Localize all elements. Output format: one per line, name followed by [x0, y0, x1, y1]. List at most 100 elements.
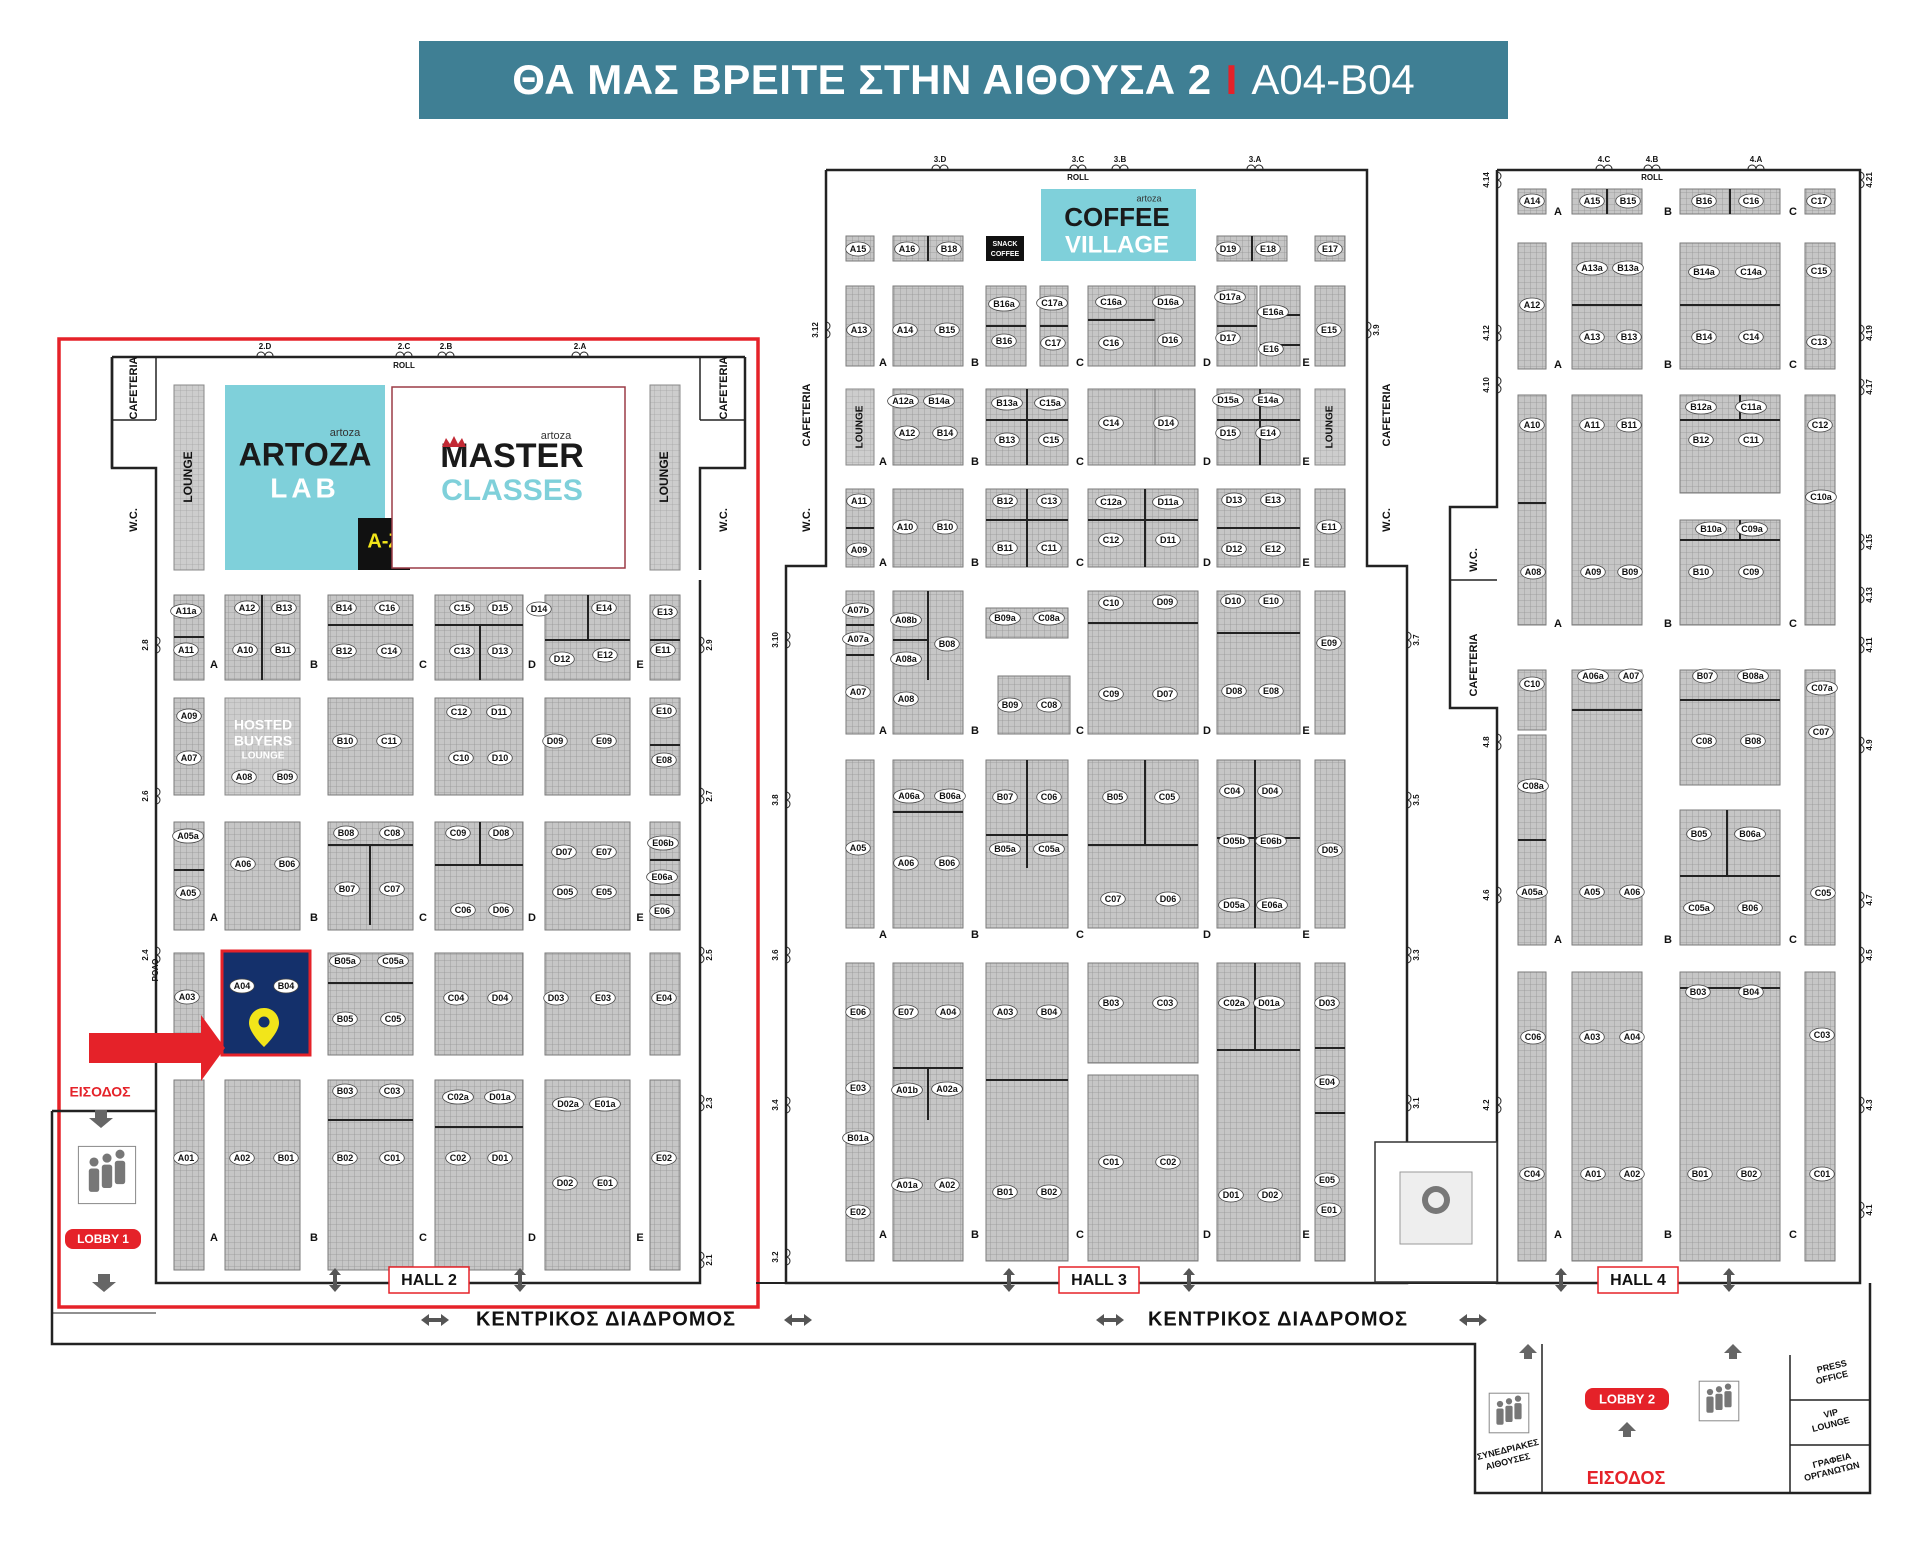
booth-label: B07	[1692, 668, 1718, 684]
booth-label-oval	[1260, 541, 1286, 557]
booth-label-oval	[892, 322, 918, 338]
booth-label-oval	[1579, 884, 1605, 900]
door-arc	[1069, 164, 1087, 170]
booth-label-oval	[1519, 193, 1545, 209]
booth-label-text: C16a	[1100, 297, 1123, 307]
door-label: 2.4	[141, 949, 150, 961]
booth-label-oval	[1740, 733, 1766, 749]
booth-block	[1571, 669, 1643, 946]
door-marker: 2.1	[699, 1251, 714, 1269]
booth-label-oval	[845, 241, 871, 257]
booth-label: B02	[1036, 1184, 1062, 1200]
booth-label-oval	[1736, 1166, 1762, 1182]
booth-label-oval	[842, 631, 874, 647]
door-arc	[1111, 164, 1129, 170]
booth-label-oval	[1040, 335, 1066, 351]
booth-label: D09	[542, 733, 568, 749]
row-letter: D	[1203, 557, 1211, 569]
booth-label: C07	[379, 881, 405, 897]
booth-rect	[544, 1079, 631, 1271]
booth-label: A02	[229, 1150, 255, 1166]
booth-label: E06	[649, 903, 675, 919]
booth-label-text: A04	[940, 1007, 957, 1017]
booth-label: E07	[591, 844, 617, 860]
booth-block	[224, 821, 301, 931]
booth-label-oval	[1036, 540, 1062, 556]
booth-label-oval	[1218, 897, 1250, 913]
booth-label-oval	[845, 1080, 871, 1096]
booth-label: E13	[652, 604, 678, 620]
booth-label: E16	[1258, 341, 1284, 357]
booth-label-oval	[1579, 329, 1605, 345]
booth-label-oval	[991, 333, 1017, 349]
booth-label-oval	[1221, 541, 1247, 557]
booth-label-oval	[443, 990, 469, 1006]
booth-label: B14	[331, 600, 357, 616]
booth-label-text: D04	[492, 993, 509, 1003]
person-body	[1706, 1396, 1714, 1413]
booth-block	[1087, 962, 1199, 1064]
door-marker: 2.D	[256, 342, 274, 357]
booth-block	[224, 1079, 301, 1271]
booth-label-oval	[486, 704, 512, 720]
booth-label-oval	[172, 828, 204, 844]
person-body	[88, 1168, 100, 1192]
door-arc	[1859, 1201, 1865, 1219]
booth-label: C13	[449, 643, 475, 659]
door-label: 2.1	[705, 1254, 714, 1266]
door-arc	[1643, 164, 1661, 170]
booth-label-oval	[887, 393, 919, 409]
booth-label-oval	[1738, 193, 1764, 209]
master-small: artoza	[541, 430, 572, 442]
lounge-label: LOUNGE	[855, 405, 866, 448]
door-arc	[785, 791, 791, 809]
booth-label-oval	[992, 789, 1018, 805]
row-letter: E	[636, 659, 643, 671]
booth-label: B12	[992, 493, 1018, 509]
plate-inner	[1428, 1192, 1444, 1208]
door-label: 3.2	[771, 1251, 780, 1263]
booth-label: B08	[1740, 733, 1766, 749]
booth-label-text: D17a	[1219, 292, 1242, 302]
booth-block	[649, 952, 681, 1056]
booth-label: A10	[1519, 417, 1545, 433]
booth-label: B08	[934, 636, 960, 652]
booth-label-text: B12	[997, 496, 1014, 506]
booth-label-text: A14	[1524, 196, 1541, 206]
door-arc	[1496, 324, 1502, 342]
booth-label: C09a	[1736, 521, 1768, 537]
booth-label-text: E02	[850, 1207, 866, 1217]
door-label: 4.15	[1865, 534, 1874, 550]
booth-label: A07	[176, 750, 202, 766]
booth-label: C06	[1520, 1029, 1546, 1045]
booth-label-text: D05b	[1223, 836, 1246, 846]
booth-label: A11	[1579, 417, 1605, 433]
booth-label: C02	[1155, 1154, 1181, 1170]
booth-label-oval	[846, 542, 872, 558]
booth-rect	[1571, 971, 1643, 1262]
booth-label-oval	[893, 788, 925, 804]
booth-label: D02	[552, 1175, 578, 1191]
booth-block	[1804, 242, 1836, 370]
booth-label: A03	[174, 989, 200, 1005]
row-letter: D	[1203, 725, 1211, 737]
row-letter: A	[879, 357, 887, 369]
door-arc	[256, 351, 274, 357]
booth-label-oval	[1154, 789, 1180, 805]
booth-label: A11a	[170, 603, 202, 619]
booth-label: B01	[1687, 1166, 1713, 1182]
booth-label-text: B06a	[939, 791, 962, 801]
booth-label-oval	[1255, 833, 1287, 849]
booth-label: A01b	[891, 1082, 923, 1098]
booth-label-text: C05a	[1688, 903, 1711, 913]
booth-label: C08a	[1517, 778, 1549, 794]
booth-label-oval	[845, 684, 871, 700]
booth-label-oval	[1255, 425, 1281, 441]
door-label: 4.2	[1482, 1099, 1491, 1111]
booth-label-text: B08	[338, 828, 355, 838]
booth-label-text: C11	[1743, 435, 1759, 445]
door-label: 3.8	[771, 794, 780, 806]
updown-arrow-icon	[1003, 1268, 1015, 1292]
booth-label: B05	[1102, 789, 1128, 805]
door-arc	[1859, 736, 1865, 754]
